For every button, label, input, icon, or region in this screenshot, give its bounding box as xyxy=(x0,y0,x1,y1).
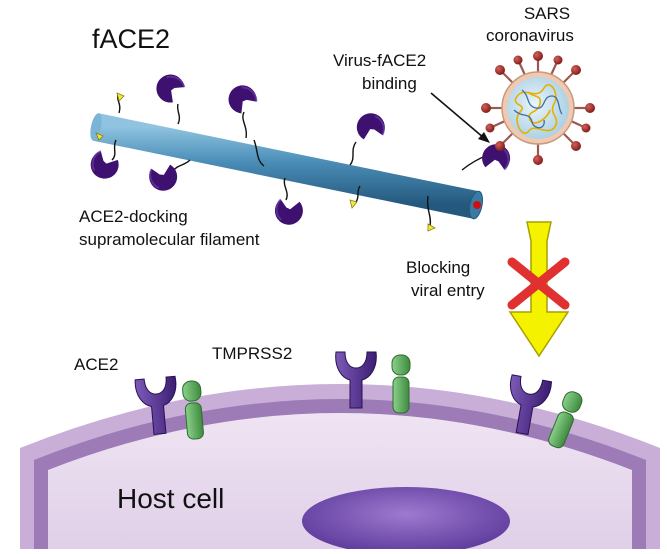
virus-spikes-stems xyxy=(488,58,588,158)
docking-tags xyxy=(95,92,436,232)
virus-rna-blue xyxy=(513,89,563,129)
host-cell-label: Host cell xyxy=(117,483,225,514)
ace2-head-2 xyxy=(222,78,262,118)
filament-label-line1: ACE2-docking xyxy=(79,207,188,226)
virus-spikes-tips xyxy=(481,51,595,165)
block-x-icon xyxy=(507,257,570,310)
filament xyxy=(90,113,484,220)
filament-label-line2: supramolecular filament xyxy=(79,230,260,249)
host-cell xyxy=(20,384,660,554)
nucleus xyxy=(302,487,510,554)
binding-label-line2: binding xyxy=(362,74,417,93)
ace2-head-3 xyxy=(353,110,388,142)
receptor-tmprss2-2 xyxy=(391,354,411,414)
face2-label: fACE2 xyxy=(92,24,171,54)
tmprss2-label: TMPRSS2 xyxy=(212,344,293,363)
ace2-head-1 xyxy=(149,67,189,108)
binding-arrow xyxy=(430,92,490,143)
ace2-head-4 xyxy=(84,147,124,185)
sars-label-line1: SARS xyxy=(523,4,571,23)
virus-rna xyxy=(514,84,558,134)
blocking-label-line2: viral entry xyxy=(411,281,485,300)
sars-label-line2: coronavirus xyxy=(486,26,574,45)
ace2-head-5 xyxy=(146,162,181,194)
filament-end-marker xyxy=(473,201,481,209)
binding-label-line1: Virus-fACE2 xyxy=(333,51,427,70)
ace2-label: ACE2 xyxy=(74,355,119,374)
sars-coronavirus xyxy=(481,51,595,165)
ace2-head-6 xyxy=(271,196,306,228)
blocking-label-line1: Blocking xyxy=(406,258,471,277)
